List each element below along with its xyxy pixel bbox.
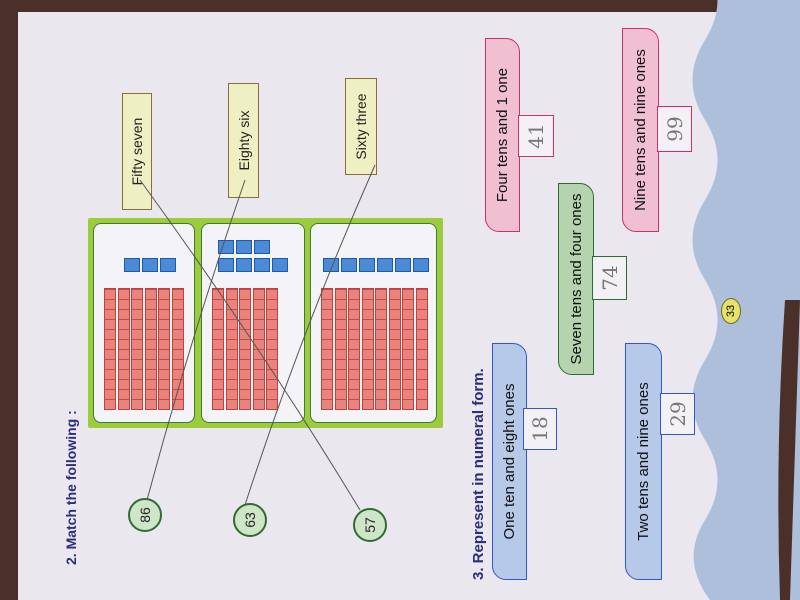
prompt-box: Two tens and nine ones [625, 343, 662, 580]
answer-box[interactable]: 41 [518, 115, 554, 157]
match-line [244, 164, 376, 506]
prompt-box: Four tens and 1 one [485, 38, 520, 232]
match-line [146, 179, 246, 501]
wave-decoration [692, 0, 800, 600]
prompt-box: Seven tens and four ones [558, 183, 594, 375]
prompt-box: Nine tens and nine ones [622, 28, 659, 232]
prompt-box: One ten and eight ones [492, 343, 527, 580]
answer-box[interactable]: 74 [592, 256, 627, 300]
answer-box[interactable]: 99 [657, 106, 692, 152]
answer-box[interactable]: 29 [660, 393, 695, 435]
match-line [139, 179, 361, 511]
answer-box[interactable]: 18 [523, 408, 557, 450]
section-3-title: 3. Represent in numeral form. [470, 368, 487, 580]
page-number: 33 [721, 298, 741, 324]
